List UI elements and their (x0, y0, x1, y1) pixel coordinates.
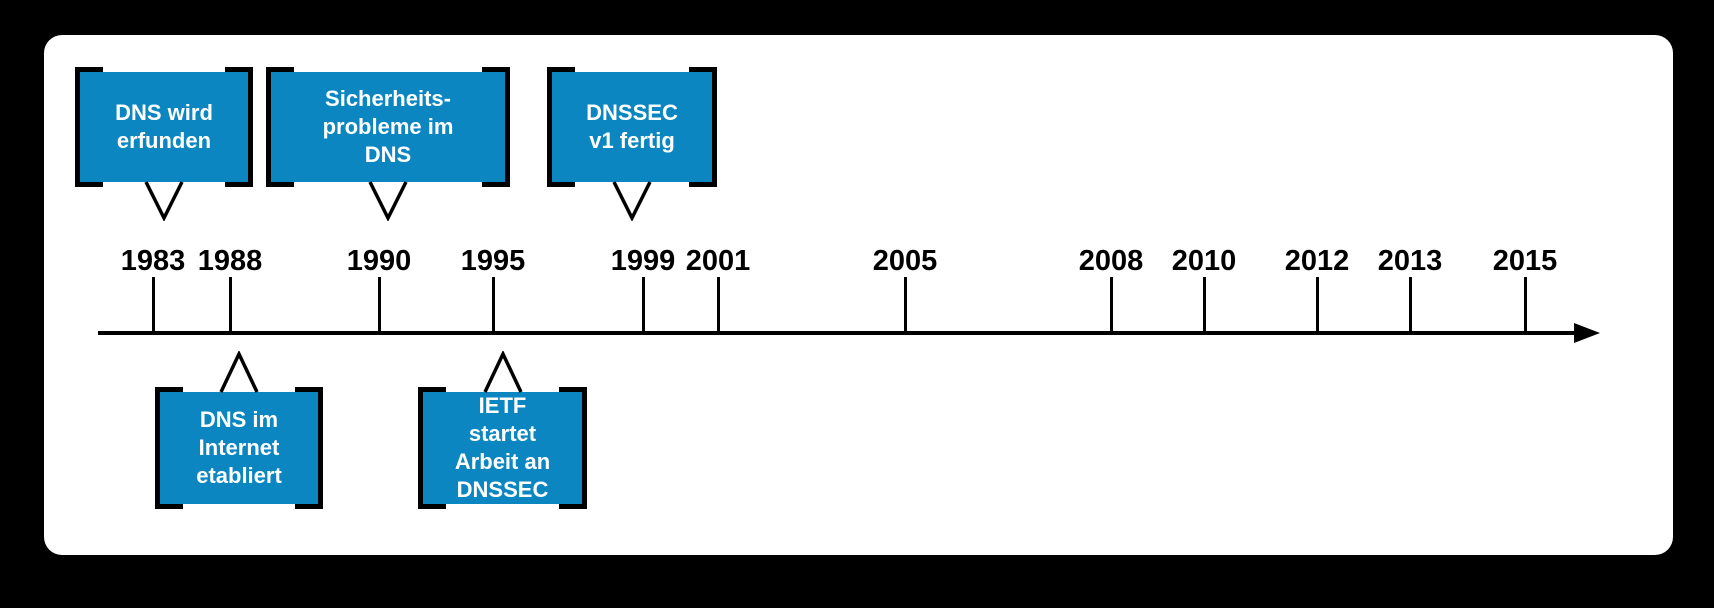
frame-corner-arm (225, 182, 253, 187)
frame-corner-arm (75, 67, 103, 72)
frame-right-bar (248, 67, 253, 187)
year-label: 2005 (872, 245, 938, 277)
year-tick (717, 277, 720, 333)
timeline-axis-line (98, 331, 1578, 335)
year-tick (378, 277, 381, 333)
year-tick (1316, 277, 1319, 333)
pointer-triangle-up-icon (219, 351, 259, 393)
frame-left-bar (75, 67, 80, 187)
event-text: DNS wird erfunden (115, 100, 213, 153)
event-callout: Sicherheits- probleme im DNS (266, 67, 510, 221)
frame-corner-arm (418, 504, 446, 509)
year-label: 2015 (1492, 245, 1558, 277)
year-label: 1999 (610, 245, 676, 277)
timeline-arrowhead-icon (1574, 323, 1600, 343)
pointer-triangle-down-icon (368, 181, 408, 221)
year-label: 1983 (120, 245, 186, 277)
frame-corner-arm (559, 504, 587, 509)
year-label: 1988 (197, 245, 263, 277)
year-tick (229, 277, 232, 333)
frame-right-bar (505, 67, 510, 187)
year-tick (1203, 277, 1206, 333)
frame-corner-arm (75, 182, 103, 187)
frame-corner-arm (266, 182, 294, 187)
frame-corner-arm (295, 387, 323, 392)
frame-corner-arm (547, 182, 575, 187)
year-tick (152, 277, 155, 333)
pointer-triangle-down-icon (144, 181, 184, 221)
year-label: 1995 (460, 245, 526, 277)
frame-corner-arm (547, 67, 575, 72)
pointer-triangle-up-icon (482, 351, 523, 393)
event-text: DNSSEC v1 fertig (586, 100, 678, 153)
frame-corner-arm (689, 67, 717, 72)
year-tick (642, 277, 645, 333)
year-tick (1524, 277, 1527, 333)
event-text: Sicherheits- probleme im DNS (322, 86, 454, 167)
event-callout: IETF startet Arbeit an DNSSEC (418, 351, 587, 509)
event-text: IETF startet Arbeit an DNSSEC (454, 393, 551, 502)
year-label: 1990 (346, 245, 412, 277)
frame-right-bar (712, 67, 717, 187)
frame-right-bar (582, 387, 587, 509)
year-tick (492, 277, 495, 333)
year-tick (1409, 277, 1412, 333)
timeline-card: 1983 1988 1990 1995 1999 2001 2005 2008 2010 2012… (44, 35, 1673, 555)
year-label: 2001 (685, 245, 751, 277)
year-label: 2013 (1377, 245, 1443, 277)
event-callout: DNS wird erfunden (75, 67, 253, 221)
frame-corner-arm (155, 387, 183, 392)
frame-corner-arm (225, 67, 253, 72)
event-text: DNS im Internet etabliert (196, 407, 282, 488)
frame-corner-arm (559, 387, 587, 392)
event-callout: DNS im Internet etabliert (155, 351, 323, 509)
year-tick (904, 277, 907, 333)
frame-corner-arm (482, 182, 510, 187)
year-label: 2008 (1078, 245, 1144, 277)
frame-corner-arm (295, 504, 323, 509)
event-callout: DNSSEC v1 fertig (547, 67, 717, 221)
frame-left-bar (418, 387, 423, 509)
frame-corner-arm (482, 67, 510, 72)
year-label: 2012 (1284, 245, 1350, 277)
year-tick (1110, 277, 1113, 333)
frame-corner-arm (418, 387, 446, 392)
frame-corner-arm (266, 67, 294, 72)
frame-corner-arm (689, 182, 717, 187)
year-label: 2010 (1171, 245, 1237, 277)
frame-corner-arm (155, 504, 183, 509)
frame-left-bar (155, 387, 160, 509)
frame-left-bar (547, 67, 552, 187)
frame-left-bar (266, 67, 271, 187)
pointer-triangle-down-icon (612, 181, 652, 221)
frame-right-bar (318, 387, 323, 509)
